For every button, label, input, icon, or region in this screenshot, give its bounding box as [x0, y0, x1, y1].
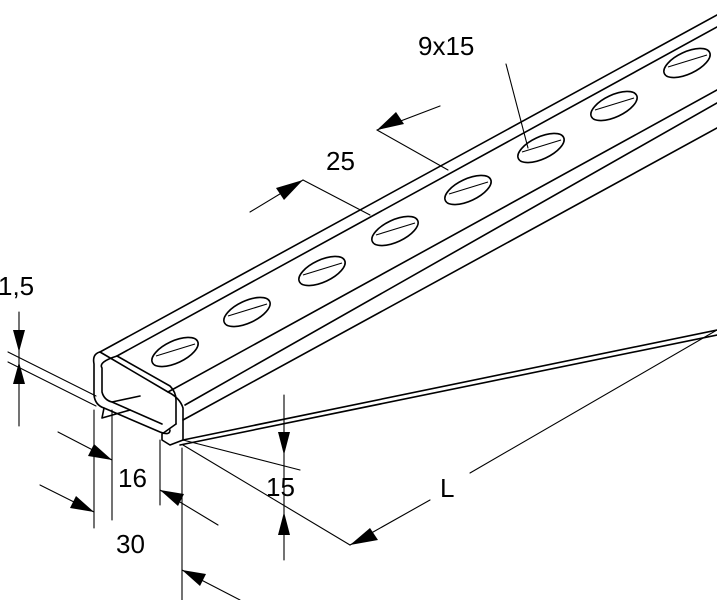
width-dimension: 30 [39, 409, 241, 600]
thickness-label: 1,5 [0, 271, 34, 301]
slot [371, 215, 419, 247]
length-dimension: L [349, 329, 717, 546]
channel-end-profile [92, 351, 184, 446]
slot-size-label: 9x15 [418, 31, 474, 61]
slot [223, 296, 271, 328]
slot-pitch-dimension: 25 [249, 105, 449, 216]
length-label: L [440, 473, 454, 503]
slots [151, 47, 711, 368]
slot [590, 90, 638, 122]
slot [663, 47, 711, 79]
height-dimension: 15 [182, 394, 351, 561]
rail-body [99, 14, 717, 446]
height-label: 15 [266, 472, 295, 502]
slot [298, 255, 346, 287]
width-label: 30 [116, 529, 145, 559]
slot [151, 336, 199, 368]
slot [444, 174, 492, 206]
inner-opening-label: 16 [118, 463, 147, 493]
slot [517, 132, 565, 164]
slot-pitch-label: 25 [326, 146, 355, 176]
thickness-dimension: 1,5 [0, 271, 97, 427]
slot-size-dimension: 9x15 [418, 31, 529, 149]
